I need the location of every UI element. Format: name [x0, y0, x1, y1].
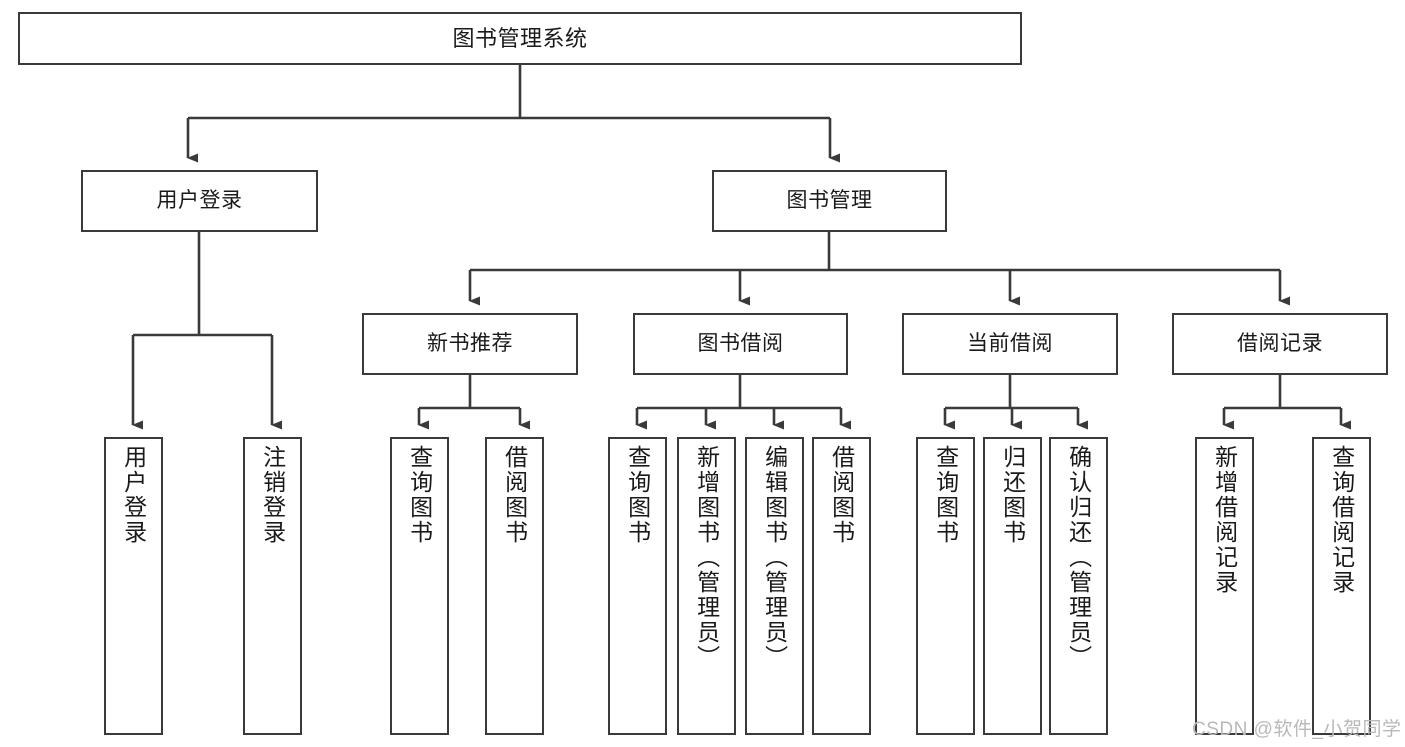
node-new-book-recommendation[interactable]: 新书推荐	[362, 313, 578, 375]
leaf-current-borrow-confirm-return-admin[interactable]: 确认归还（管理员）	[1049, 437, 1108, 735]
leaf-book-borrow-borrow[interactable]: 借阅图书	[812, 437, 871, 735]
leaf-new-book-query[interactable]: 查询图书	[390, 437, 449, 735]
node-label: 借阅记录	[1237, 331, 1323, 355]
node-label: 图书管理	[786, 188, 873, 212]
node-label: 查询图书	[932, 445, 959, 545]
node-label: 归还图书	[999, 445, 1026, 545]
node-label: 新书推荐	[427, 331, 513, 355]
node-label: 查询借阅记录	[1328, 445, 1355, 595]
node-label: 借阅图书	[501, 445, 528, 545]
leaf-user-login-login[interactable]: 用户登录	[104, 437, 163, 735]
leaf-borrow-record-query[interactable]: 查询借阅记录	[1312, 437, 1371, 735]
node-book-borrowing[interactable]: 图书借阅	[633, 313, 848, 375]
node-label: 用户登录	[156, 188, 243, 212]
leaf-current-borrow-return[interactable]: 归还图书	[983, 437, 1042, 735]
leaf-book-borrow-edit-admin[interactable]: 编辑图书（管理员）	[745, 437, 804, 735]
node-label: 查询图书	[624, 445, 651, 545]
node-label: 确认归还（管理员）	[1065, 445, 1092, 670]
node-label: 借阅图书	[828, 445, 855, 545]
leaf-book-borrow-add-admin[interactable]: 新增图书（管理员）	[677, 437, 736, 735]
node-label: 新增借阅记录	[1211, 445, 1238, 595]
node-label: 用户登录	[120, 445, 147, 545]
node-label: 编辑图书（管理员）	[761, 445, 788, 670]
node-user-login[interactable]: 用户登录	[81, 170, 318, 232]
node-label: 新增图书（管理员）	[693, 445, 720, 670]
node-book-management[interactable]: 图书管理	[712, 170, 947, 232]
node-label: 注销登录	[259, 445, 286, 545]
node-label: 图书借阅	[697, 331, 784, 355]
leaf-new-book-borrow[interactable]: 借阅图书	[485, 437, 544, 735]
watermark-text: CSDN @软件_小贺同学	[1192, 719, 1402, 740]
leaf-book-borrow-query[interactable]: 查询图书	[608, 437, 667, 735]
node-current-borrowing[interactable]: 当前借阅	[902, 313, 1118, 375]
leaf-borrow-record-add[interactable]: 新增借阅记录	[1195, 437, 1254, 735]
node-root-book-management-system[interactable]: 图书管理系统	[18, 12, 1022, 65]
node-label: 当前借阅	[967, 331, 1053, 355]
node-borrow-record[interactable]: 借阅记录	[1172, 313, 1388, 375]
node-label: 图书管理系统	[452, 25, 588, 51]
leaf-current-borrow-query[interactable]: 查询图书	[916, 437, 975, 735]
node-label: 查询图书	[406, 445, 433, 545]
leaf-user-login-logout[interactable]: 注销登录	[243, 437, 302, 735]
